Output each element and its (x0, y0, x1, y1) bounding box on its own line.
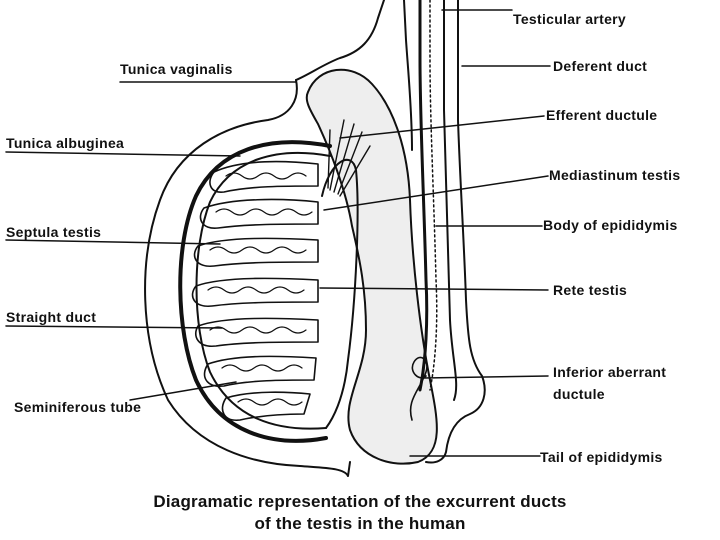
deferent-duct-outer-right (425, 0, 486, 464)
tunica-vaginalis-top (295, 0, 385, 81)
epididymis (305, 68, 438, 465)
label-deferent-duct: Deferent duct (553, 58, 648, 74)
leader-lines (5, 9, 551, 457)
label-testicular-artery: Testicular artery (513, 11, 627, 27)
label-tunica-vaginalis: Tunica vaginalis (120, 61, 233, 77)
label-tunica-albuginea: Tunica albuginea (6, 135, 125, 151)
caption-line-2: of the testis in the human (254, 514, 466, 533)
deferent-duct-outer-left (403, 0, 413, 151)
deferent-duct-inner (443, 0, 458, 401)
label-mediastinum-testis: Mediastinum testis (549, 167, 681, 183)
efferent-ductules (327, 119, 371, 197)
tunica-albuginea-inner (195, 151, 331, 430)
seminiferous-tubules (207, 172, 313, 406)
label-seminiferous-tube: Seminiferous tube (14, 399, 142, 415)
label-inferior-aberrant-line1: Inferior aberrant (553, 364, 667, 380)
label-rete-testis: Rete testis (553, 282, 628, 298)
caption-line-1: Diagramatic representation of the excurr… (153, 492, 567, 511)
inferior-aberrant-ductule (409, 356, 428, 421)
label-straight-duct: Straight duct (6, 309, 97, 325)
tunica-albuginea-outer (178, 140, 332, 443)
lobules (191, 160, 319, 421)
tunica-vaginalis-outline (144, 79, 351, 477)
label-tail-of-epididymis: Tail of epididymis (540, 449, 663, 465)
testicular-artery-coil (429, 0, 438, 391)
label-body-of-epididymis: Body of epididymis (543, 217, 678, 233)
label-inferior-aberrant-line2: ductule (553, 386, 605, 402)
testicular-artery (418, 0, 429, 392)
label-septula-testis: Septula testis (6, 224, 102, 240)
label-efferent-ductule: Efferent ductule (546, 107, 658, 123)
